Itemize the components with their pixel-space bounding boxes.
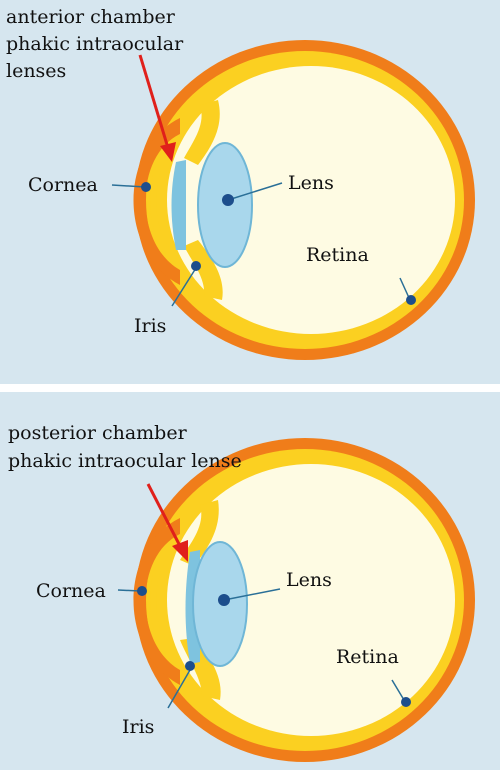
- title-line-1: anterior chamber: [6, 6, 176, 28]
- title-line-1: posterior chamber: [8, 422, 188, 444]
- eyeball: [135, 438, 475, 762]
- lens-pointer-line: [223, 588, 281, 601]
- lens-pointer-dot: [222, 194, 234, 206]
- implant-arrow-shaft: [146, 483, 182, 547]
- iris-label: Iris: [122, 716, 154, 738]
- eye-interior: [167, 464, 455, 736]
- iris-pointer-line: [167, 669, 191, 709]
- panel-anterior-chamber: anterior chamber phakic intraocular lens…: [0, 0, 500, 384]
- lens-label: Lens: [286, 569, 332, 591]
- natural-lens-highlight: [197, 142, 253, 268]
- cornea-pointer-dot: [141, 182, 151, 192]
- implant-arrow-shaft: [138, 54, 170, 149]
- iris-upper: [180, 500, 219, 566]
- iris-upper: [184, 100, 220, 165]
- panel-posterior-chamber: posterior chamber phakic intraocular len…: [0, 392, 500, 770]
- natural-lens-highlight: [192, 541, 248, 667]
- title-line-2: phakic intraocular lense: [8, 450, 242, 472]
- retina-pointer-dot: [406, 295, 416, 305]
- cornea-pointer-dot: [137, 586, 147, 596]
- lens-pointer-dot: [218, 594, 230, 606]
- lens-pointer-line: [227, 182, 283, 201]
- title-line-2: phakic intraocular: [6, 33, 184, 55]
- eye-interior: [167, 66, 455, 334]
- implant-arrow-head: [160, 142, 176, 162]
- iris-pointer-dot: [191, 261, 201, 271]
- iris-pointer-line: [171, 267, 197, 307]
- cornea-pointer-line: [111, 184, 146, 188]
- cornea-label: Cornea: [28, 174, 98, 196]
- panel-divider: [0, 384, 500, 392]
- cornea-shape: [133, 118, 180, 285]
- cornea-pointer-line: [117, 589, 141, 592]
- retina-label: Retina: [306, 244, 369, 266]
- implant-arrow-head: [172, 540, 188, 562]
- iris-label: Iris: [134, 315, 166, 337]
- cornea-inner-layer: [150, 534, 180, 668]
- phakic-lens-implant: [171, 160, 186, 250]
- retina-pointer-line: [391, 679, 405, 701]
- lens-label: Lens: [288, 172, 334, 194]
- iris-lower: [184, 240, 223, 300]
- cornea-inner-layer: [150, 134, 180, 268]
- cornea-label: Cornea: [36, 580, 106, 602]
- retina-pointer-dot: [401, 697, 411, 707]
- cornea-shape: [133, 518, 180, 685]
- title-line-3: lenses: [6, 60, 66, 82]
- retina-label: Retina: [336, 646, 399, 668]
- iris-pointer-dot: [185, 661, 195, 671]
